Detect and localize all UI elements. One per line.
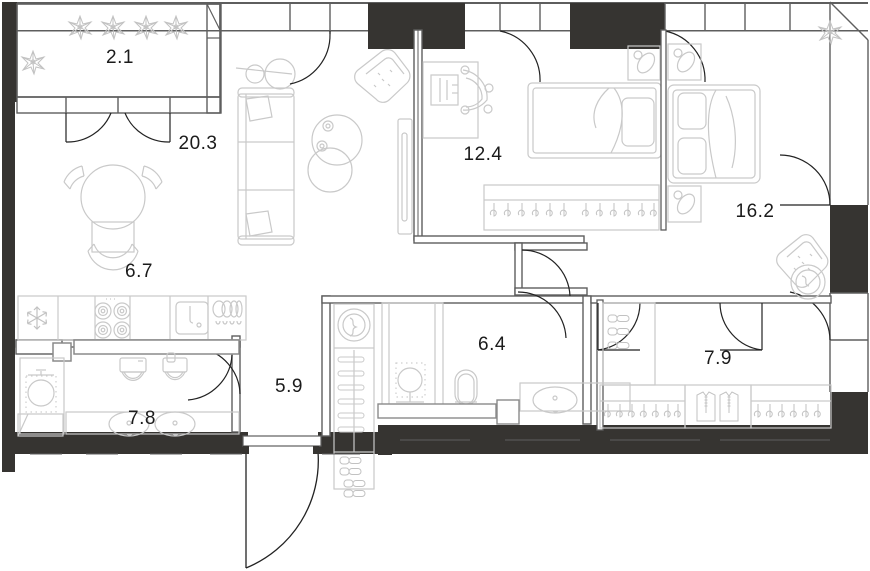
nightstand-icon: [667, 43, 702, 223]
bed-double-icon: [667, 84, 761, 184]
wall-solid-right-1: [830, 205, 868, 293]
shoe-rack-icon: [602, 302, 656, 386]
bedroom-1-furniture: [422, 45, 662, 231]
toilet-icon: [162, 352, 188, 381]
room-label-wardrobe: 7.9: [704, 348, 732, 369]
room-label-bedroom-1: 12.4: [463, 144, 503, 165]
bathroom-1-furniture: [17, 339, 240, 437]
washing-machine-icon: [17, 413, 64, 437]
cooktop-icon: [94, 298, 131, 339]
toilet-icon: [119, 357, 147, 381]
coffee-table-icon: [307, 114, 363, 193]
tv-icon: [397, 118, 413, 235]
bathtub-sink-icon: [519, 382, 631, 414]
living-room-furniture: [63, 49, 413, 271]
desk-icon: [422, 61, 479, 139]
wardrobe-furniture: [599, 264, 832, 429]
entrance-door: [242, 435, 322, 569]
door-swing-icon: [289, 30, 706, 85]
room-label-living-room: 20.3: [178, 133, 218, 154]
shoe-rack-icon: [339, 456, 366, 498]
door-swing-icon: [245, 451, 319, 569]
washing-machine-icon: [337, 308, 371, 342]
wall-solid-top-2: [570, 3, 665, 49]
round-table-icon: [80, 164, 146, 230]
kitchen-sink-icon: [175, 301, 209, 335]
shower-icon: [19, 357, 65, 435]
door-swing-icon: [65, 112, 171, 143]
room-label-dining-kitchen: 6.7: [125, 261, 153, 282]
wardrobe-rail-icon: [750, 384, 832, 429]
shirt-icon: [684, 384, 752, 429]
washing-machine-icon: [790, 264, 826, 300]
bathroom-2-furniture: [377, 302, 631, 425]
hallway-storage: [333, 303, 375, 498]
balcony-room: [16, 3, 222, 143]
armchair-icon: [354, 49, 411, 103]
kitchen-furniture: [17, 295, 247, 341]
wall-solid-bottom-left: [2, 432, 248, 454]
plant-icon: [818, 20, 842, 45]
bathtub-sink-icon: [65, 411, 240, 437]
room-label-balcony: 2.1: [106, 47, 134, 68]
pendant-lamp-icon: [235, 58, 296, 90]
plant-icon: [21, 15, 188, 75]
room-label-bedroom-2: 16.2: [735, 201, 775, 222]
room-label-bathroom-1: 7.8: [128, 408, 156, 429]
wardrobe-rail-icon: [483, 184, 660, 231]
bed-double-icon: [527, 82, 662, 159]
nightstand-icon: [627, 45, 661, 81]
room-label-bathroom-2: 6.4: [478, 334, 506, 355]
office-chair-icon: [460, 65, 494, 115]
wall-solid-left: [2, 2, 15, 472]
outer-walls: [2, 2, 868, 472]
door-swing-icon: [779, 154, 831, 341]
toilet-icon: [454, 369, 478, 406]
armchair-icon: [776, 234, 829, 288]
interior-walls-upper: [219, 1, 869, 392]
room-label-hallway: 5.9: [275, 376, 303, 397]
chair-icon: [63, 165, 163, 271]
refrigerator-icon: [26, 306, 48, 330]
sofa-icon: [237, 87, 295, 246]
bedroom-2-furniture: [667, 20, 842, 288]
dishes-icon: [212, 300, 243, 325]
wardrobe-rail-icon: [599, 384, 686, 429]
shower-icon: [381, 302, 444, 410]
bottom-wall-ticks: [30, 439, 830, 455]
interior-wall-bedrooms: [660, 29, 667, 231]
towel-rail-icon: [337, 350, 365, 452]
